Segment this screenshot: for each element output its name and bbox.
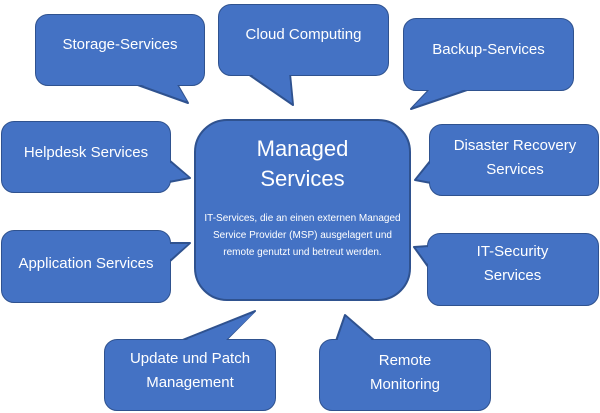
bubble-helpdesk-services: Helpdesk Services	[23, 144, 149, 161]
bubble-disaster-recovery-services: Disaster Recovery Services	[453, 137, 577, 178]
bubble-it-security-services: IT-Security Services	[476, 243, 549, 284]
bubble-cloud-computing: Cloud Computing	[245, 26, 362, 43]
bubble-storage-services: Storage-Services	[62, 36, 178, 53]
bubble-remote-monitoring: Remote Monitoring	[369, 352, 441, 393]
center-title: Managed Services	[195, 134, 410, 194]
center-title-line2: Services	[260, 166, 345, 191]
bubble-update-patch-management: Update und Patch Management	[129, 350, 251, 391]
center-title-line1: Managed	[256, 136, 349, 161]
bubble-application-services: Application Services	[18, 255, 154, 272]
bubble-backup-services: Backup-Services	[432, 41, 545, 58]
center-box-shape	[194, 119, 411, 301]
center-description: IT-Services, die an einen externen Manag…	[204, 213, 401, 258]
